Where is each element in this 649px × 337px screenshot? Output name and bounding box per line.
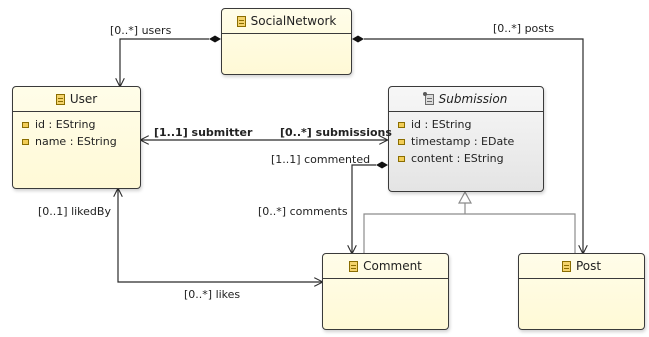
class-comment[interactable]: Comment — [322, 253, 449, 330]
attribute-item[interactable]: id : EString — [22, 116, 134, 133]
commented-reference-label: [1..1] commented — [271, 153, 371, 166]
class-submission[interactable]: Submission id : EString timestamp : EDat… — [388, 86, 544, 192]
comments-reference-label: [0..*] comments — [258, 205, 348, 218]
likes-likedby-line[interactable] — [118, 189, 322, 282]
attribute-label: timestamp : EDate — [411, 135, 515, 148]
eattribute-icon — [398, 121, 405, 128]
attribute-list: id : EString timestamp : EDate content :… — [389, 112, 543, 167]
generalization-triangle — [457, 190, 473, 204]
posts-reference-line[interactable] — [364, 38, 583, 253]
class-name: Submission — [438, 92, 508, 106]
abstract-eclass-icon — [422, 91, 434, 105]
comment-generalization-line[interactable] — [363, 213, 576, 253]
class-post-header: Post — [519, 254, 644, 279]
class-user-header: User — [13, 87, 140, 112]
posts-containment-diamond — [352, 35, 364, 43]
eclass-icon — [561, 260, 571, 272]
attribute-item[interactable]: content : EString — [398, 150, 537, 167]
likedby-reference-label: [0..1] likedBy — [38, 205, 111, 218]
comments-reference-line[interactable] — [352, 164, 376, 253]
class-name: SocialNetwork — [250, 14, 337, 28]
attribute-item[interactable]: id : EString — [398, 116, 537, 133]
attribute-list: id : EString name : EString — [13, 112, 140, 150]
attribute-label: id : EString — [35, 118, 96, 131]
eclass-icon — [349, 260, 359, 272]
eclass-icon — [236, 15, 246, 27]
users-reference-label: [0..*] users — [110, 24, 172, 37]
comments-containment-diamond — [376, 161, 388, 169]
class-name: User — [69, 92, 98, 106]
submissions-reference-label: [0..*] submissions — [280, 126, 392, 139]
users-reference-line[interactable] — [120, 38, 209, 86]
attribute-item[interactable]: timestamp : EDate — [398, 133, 537, 150]
posts-reference-label: [0..*] posts — [493, 22, 555, 35]
attribute-label: id : EString — [411, 118, 472, 131]
users-containment-diamond — [209, 35, 221, 43]
eattribute-icon — [22, 121, 29, 128]
class-name: Comment — [363, 259, 422, 273]
attribute-label: name : EString — [35, 135, 117, 148]
eclass-icon — [55, 93, 65, 105]
attribute-item[interactable]: name : EString — [22, 133, 134, 150]
class-user[interactable]: User id : EString name : EString — [12, 86, 141, 189]
submitter-reference-label: [1..1] submitter — [154, 126, 253, 139]
class-name: Post — [575, 259, 602, 273]
attribute-label: content : EString — [411, 152, 504, 165]
eattribute-icon — [398, 155, 405, 162]
class-socialnetwork[interactable]: SocialNetwork — [221, 8, 352, 75]
likes-reference-label: [0..*] likes — [184, 288, 241, 301]
class-socialnetwork-header: SocialNetwork — [222, 9, 351, 34]
class-comment-header: Comment — [323, 254, 448, 279]
eattribute-icon — [22, 138, 29, 145]
class-submission-header: Submission — [389, 87, 543, 112]
class-post[interactable]: Post — [518, 253, 645, 330]
eattribute-icon — [398, 138, 405, 145]
